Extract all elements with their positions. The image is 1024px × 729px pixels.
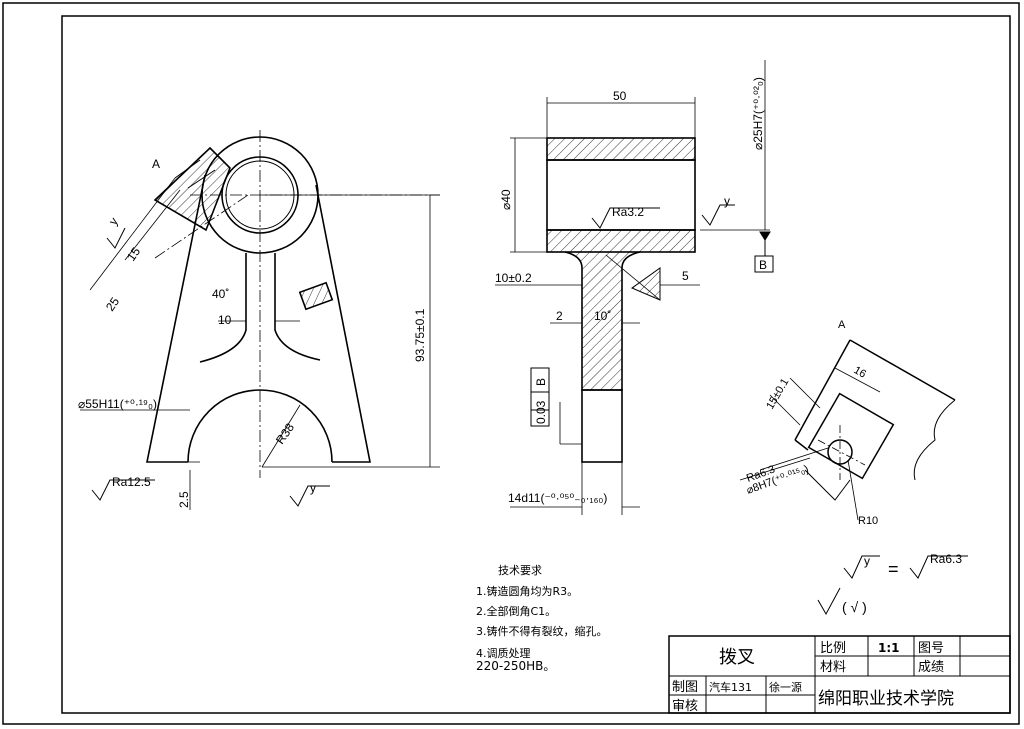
hub-bore (546, 159, 696, 231)
note-4a: 4.调质处理 (476, 647, 531, 660)
datum-b: B (759, 258, 767, 272)
roughness-y-boss: y (106, 215, 121, 228)
detail-boss (807, 392, 895, 480)
material-label: 材料 (820, 660, 846, 675)
notes-title: 技术要求 (498, 564, 542, 577)
leg-end (581, 389, 623, 463)
dim-93-75: 93.75±0.1 (413, 308, 427, 362)
rib-left (199, 253, 247, 363)
front-view (146, 136, 371, 463)
legend-ra63: Ra6.3 (930, 552, 962, 566)
roughness-y-left: y (310, 481, 316, 495)
dim-r10: R10 (858, 515, 878, 527)
legend-paren: ( √ ) (842, 599, 867, 615)
note-1: 1.铸造圆角均为R3。 (476, 584, 578, 598)
dim-ra125: Ra12.5 (112, 475, 151, 489)
detail-top-edge (849, 339, 956, 401)
dim-14d11: 14d11(⁻⁰·⁰⁵⁰₋₀·₁₆₀) (508, 491, 607, 505)
title-block (668, 635, 1011, 714)
drawing-no-label: 图号 (918, 641, 944, 656)
tolerance-datum: B (534, 378, 548, 386)
part-name: 拨叉 (719, 647, 755, 668)
dim-40deg: 40˚ (212, 287, 229, 301)
right-leg-outline (315, 184, 371, 463)
dim-25: 25 (103, 294, 122, 313)
detail-view-a (794, 339, 956, 501)
dim-5: 5 (682, 269, 689, 283)
roughness-y-mid: y (724, 194, 730, 208)
dim-d25h7: ⌀25H7(⁺⁰·⁰²₀) (751, 77, 765, 150)
boss-section (153, 146, 231, 232)
roughness-ra32: Ra3.2 (612, 205, 644, 219)
legend-y: y (864, 554, 870, 568)
dim-2-5: 2.5 (177, 491, 191, 508)
drawn-label: 制图 (672, 680, 698, 695)
drawn-class: 汽车131 (709, 680, 752, 694)
inner-border (61, 15, 1011, 714)
rib-right (274, 253, 321, 361)
note-4b: 220-250HB。 (476, 659, 555, 673)
rib-detail (630, 267, 661, 301)
dim-50: 50 (613, 89, 627, 103)
checked-label: 审核 (672, 699, 698, 714)
detail-left-edge (794, 339, 851, 441)
dim-15pm: 15±0.1 (764, 376, 791, 411)
leg-section-mark (298, 281, 334, 311)
dim-d55: ⌀55H11(⁺⁰·¹⁹₀) (78, 397, 157, 411)
grade-label: 成绩 (918, 660, 944, 675)
dim-d40: ⌀40 (499, 189, 513, 210)
note-3: 3.铸件不得有裂纹，缩孔。 (476, 624, 608, 638)
dim-10pm: 10±0.2 (495, 271, 532, 285)
drawn-by: 徐一源 (769, 680, 802, 694)
dim-10deg: 10˚ (594, 309, 611, 323)
school-name: 绵阳职业技术学院 (818, 689, 954, 709)
scale-value: 1:1 (878, 641, 900, 655)
note-2: 2.全部倒角C1。 (476, 604, 556, 618)
scale-label: 比例 (820, 641, 846, 656)
hub-top-section (546, 137, 696, 161)
tolerance-value: 0.03 (534, 400, 548, 424)
hub-bottom-section (546, 229, 696, 253)
label-a-detail: A (838, 319, 846, 331)
dim-16: 16 (852, 364, 869, 381)
label-a-left: A (152, 157, 160, 171)
dim-2: 2 (556, 309, 563, 323)
section-view (546, 137, 696, 463)
technical-notes: 技术要求 1.铸造圆角均为R3。 2.全部倒角C1。 3.铸件不得有裂纹，缩孔。… (476, 564, 608, 673)
dim-10-left: 10 (218, 313, 232, 327)
legend-equals: = (888, 559, 899, 579)
dim-15: 15 (124, 244, 143, 263)
